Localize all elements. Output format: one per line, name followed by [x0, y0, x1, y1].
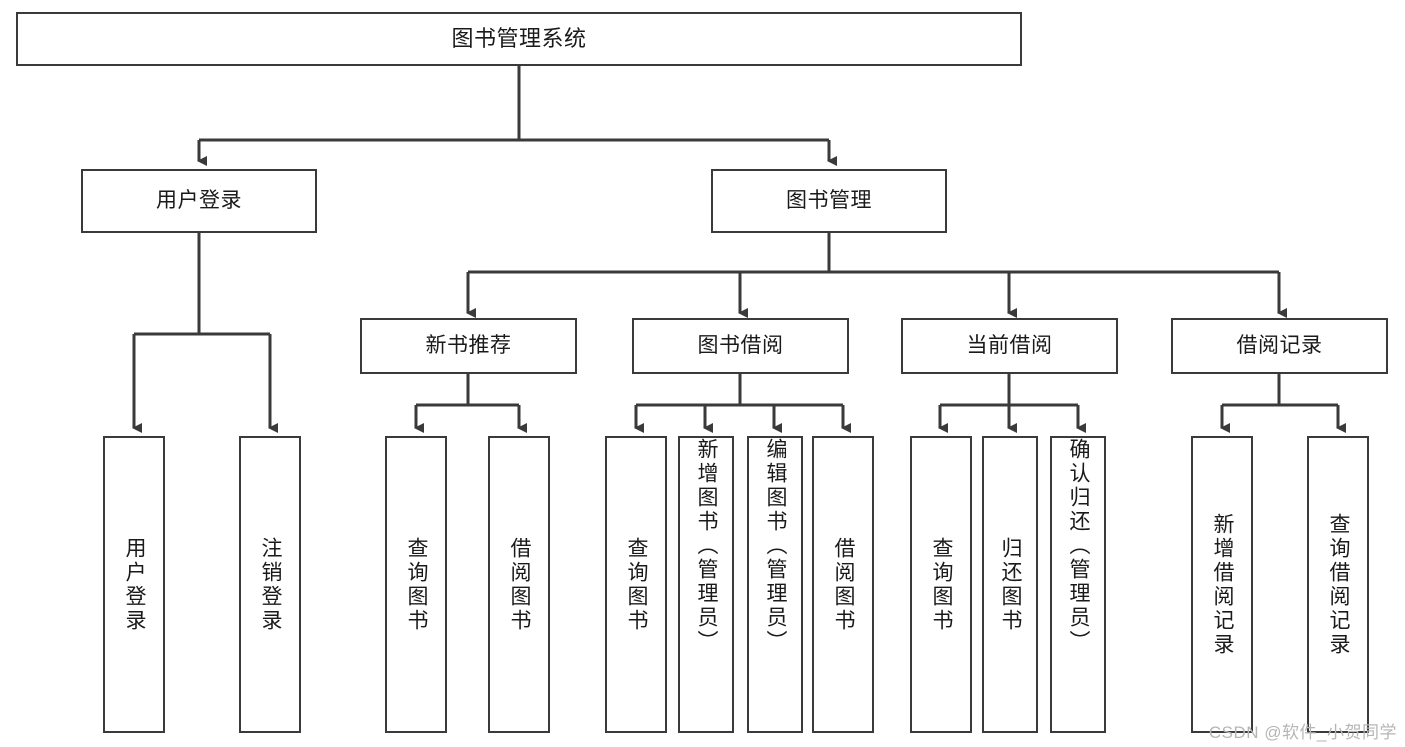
leaf-query-book-recommend[interactable]: 查询图书	[385, 436, 447, 733]
node-label: 用户登录	[156, 188, 242, 212]
leaf-query-book-current[interactable]: 查询图书	[910, 436, 972, 733]
node-label: 图书管理	[786, 188, 872, 212]
leaf-confirm-return-admin[interactable]: 确认归还（管理员）	[1050, 436, 1106, 733]
leaf-borrow-book-recommend[interactable]: 借阅图书	[488, 436, 550, 733]
node-label: 新书推荐	[425, 333, 512, 357]
node-label: 新增借阅记录	[1211, 512, 1235, 657]
node-label: 编辑图书（管理员）	[764, 438, 788, 654]
leaf-edit-book-admin[interactable]: 编辑图书（管理员）	[747, 436, 803, 733]
node-label: 确认归还（管理员）	[1067, 438, 1091, 654]
leaf-add-book-admin[interactable]: 新增图书（管理员）	[678, 436, 734, 733]
leaf-query-book-borrowing[interactable]: 查询图书	[605, 436, 667, 733]
node-label: 查询图书	[405, 536, 429, 633]
node-label: 用户登录	[123, 536, 147, 633]
node-borrowing-records[interactable]: 借阅记录	[1171, 318, 1388, 374]
node-label: 查询借阅记录	[1327, 512, 1351, 657]
node-user-login[interactable]: 用户登录	[81, 169, 317, 233]
leaf-add-borrowing-record[interactable]: 新增借阅记录	[1191, 436, 1253, 733]
watermark-text: CSDN @软件_小贺同学	[1208, 723, 1397, 742]
leaf-borrow-book-borrowing[interactable]: 借阅图书	[812, 436, 874, 733]
node-label: 新增图书（管理员）	[695, 438, 719, 654]
node-label: 当前借阅	[966, 333, 1053, 357]
node-label: 图书管理系统	[451, 26, 587, 52]
node-label: 借阅记录	[1236, 333, 1323, 357]
leaf-return-book[interactable]: 归还图书	[982, 436, 1038, 733]
node-root-book-management-system[interactable]: 图书管理系统	[16, 12, 1022, 66]
node-label: 借阅图书	[508, 536, 532, 633]
node-new-book-recommendation[interactable]: 新书推荐	[360, 318, 577, 374]
node-label: 图书借阅	[697, 333, 784, 357]
node-label: 注销登录	[259, 536, 283, 633]
leaf-logout[interactable]: 注销登录	[239, 436, 301, 733]
node-book-management[interactable]: 图书管理	[711, 169, 947, 233]
node-label: 归还图书	[999, 536, 1023, 633]
node-label: 借阅图书	[832, 536, 856, 633]
node-book-borrowing[interactable]: 图书借阅	[632, 318, 849, 374]
leaf-user-login[interactable]: 用户登录	[103, 436, 165, 733]
node-label: 查询图书	[930, 536, 954, 633]
leaf-query-borrowing-record[interactable]: 查询借阅记录	[1307, 436, 1369, 733]
node-current-borrowing[interactable]: 当前借阅	[901, 318, 1118, 374]
node-label: 查询图书	[625, 536, 649, 633]
